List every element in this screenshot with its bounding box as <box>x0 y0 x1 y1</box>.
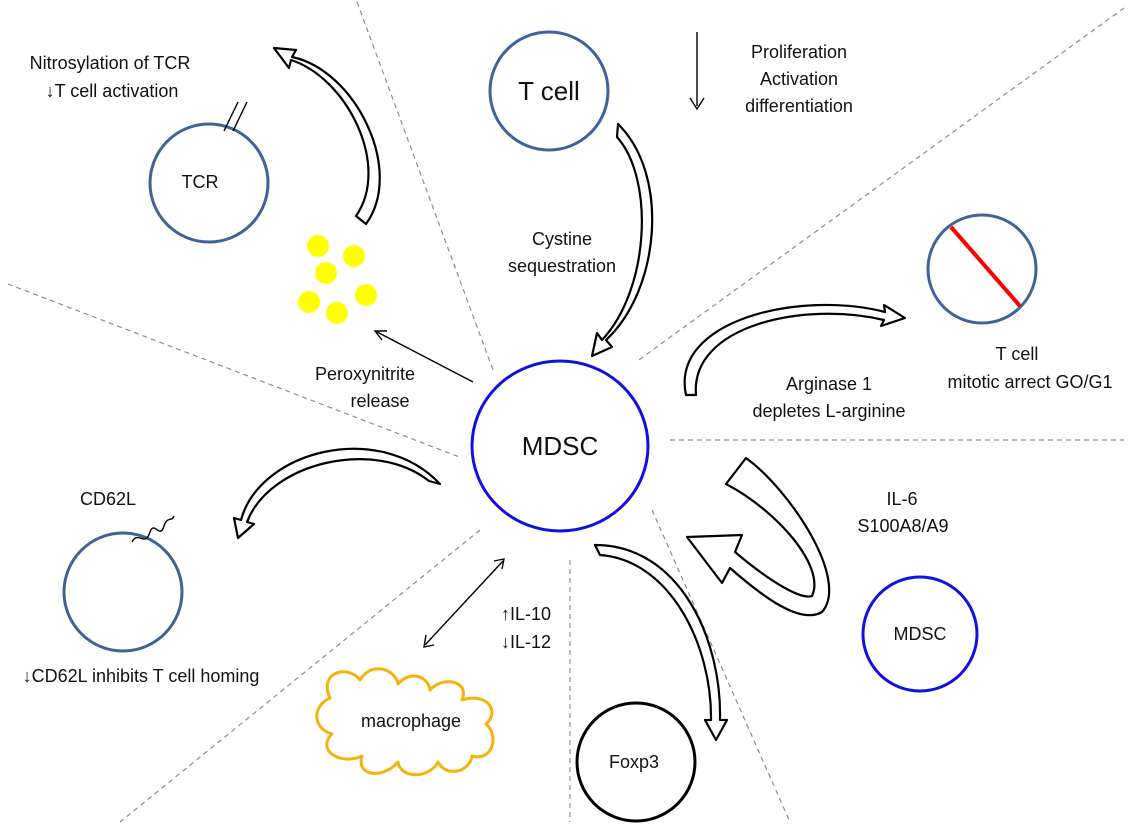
tcr-effect-line-2: ↓T cell activation <box>46 81 179 101</box>
tcr-panel: Nitrosylation of TCR ↓T cell activation … <box>30 46 474 411</box>
tcr-effect-line-1: Nitrosylation of TCR <box>30 53 191 73</box>
treg-panel: Foxp3 <box>575 543 729 823</box>
tcell-effect-line-3: differentiation <box>745 96 853 116</box>
mdsc-center-label: MDSC <box>522 431 599 461</box>
arrest-panel: T cell mitotic arrect GO/G1 Arginase 1 d… <box>683 213 1113 421</box>
mdsc-self-loop-arrow <box>685 456 831 617</box>
mdsc-small-label: MDSC <box>894 624 947 644</box>
divider-left <box>7 283 463 459</box>
peroxynitrite-dot <box>307 235 329 257</box>
tcell-top-label: T cell <box>518 76 580 106</box>
arginase-label-line-1: Arginase 1 <box>786 374 872 394</box>
tcr-cell <box>148 122 270 244</box>
tcell-top-panel: T cell Proliferation Activation differen… <box>488 30 853 358</box>
cystine-label-line-1: Cystine <box>532 229 592 249</box>
peroxynitrite-dot <box>298 291 320 313</box>
divider-bottom-right <box>651 509 791 823</box>
peroxynitrite-dot <box>326 302 348 324</box>
treg-induction-curved-arrow <box>593 543 729 742</box>
arrest-tcell <box>926 213 1038 325</box>
macrophage-crosstalk-line <box>424 560 504 646</box>
peroxynitrite-label-line-2: release <box>350 391 409 411</box>
tcell-effect-line-2: Activation <box>760 69 838 89</box>
tcell-top-cell <box>488 30 610 152</box>
mdsc-center-cell <box>470 359 650 533</box>
mdsc-factor-il6: IL-6 <box>886 489 917 509</box>
mdsc-small-cell <box>861 575 979 693</box>
divider-top-left <box>356 1 494 371</box>
tcr-receptor-line-2 <box>232 101 248 132</box>
peroxynitrite-label-line-1: Peroxynitrite <box>315 364 415 384</box>
peroxynitrite-dot <box>355 284 377 306</box>
macrophage-crosstalk-head-bottom <box>423 634 435 648</box>
cd62l-effect: ↓CD62L inhibits T cell homing <box>23 666 260 686</box>
mdsc-center: MDSC <box>470 359 650 533</box>
peroxynitrite-dot <box>343 245 365 267</box>
peroxynitrite-dot <box>315 262 337 284</box>
peroxynitrite-curved-arrow <box>272 46 381 226</box>
mdsc-factor-s100: S100A8/A9 <box>857 516 948 536</box>
peroxynitrite-release-arrow-line <box>376 331 474 383</box>
arrest-cell-label-line-1: T cell <box>996 344 1039 364</box>
cd62l-panel: CD62L ↓CD62L inhibits T cell homing <box>23 447 442 686</box>
macrophage-label: macrophage <box>361 711 461 731</box>
cytokine-il12: ↓IL-12 <box>501 632 551 652</box>
foxp3-cell <box>575 701 697 823</box>
cytokine-il10: ↑IL-10 <box>501 604 551 624</box>
tcell-down-arrow-head <box>689 97 705 111</box>
macrophage-panel: macrophage ↑IL-10 ↓IL-12 <box>315 558 551 777</box>
cd62l-curved-arrow <box>232 447 442 540</box>
macrophage-cell <box>315 667 495 777</box>
arrest-cell-label-line-2: mitotic arrect GO/G1 <box>947 372 1112 392</box>
peroxynitrite-release-arrow-head <box>373 330 387 341</box>
tcell-effect-line-1: Proliferation <box>751 42 847 62</box>
cd62l-label: CD62L <box>80 489 136 509</box>
cystine-curved-arrow <box>590 122 654 358</box>
sector-dividers <box>7 1 1125 823</box>
macrophage-crosstalk-head-top <box>493 558 505 570</box>
cd62l-receptor-squiggle <box>131 515 175 543</box>
arginase-curved-arrow <box>683 303 907 397</box>
mdsc-expansion-panel: MDSC IL-6 S100A8/A9 <box>685 456 979 693</box>
arrest-red-line <box>949 225 1022 308</box>
tcr-receptor-line-1 <box>223 101 239 132</box>
divider-top-right <box>635 7 1125 363</box>
foxp3-label: Foxp3 <box>609 752 659 772</box>
cystine-label-line-2: sequestration <box>508 256 616 276</box>
arginase-label-line-2: depletes L-arginine <box>752 401 905 421</box>
cd62l-cell <box>62 531 184 653</box>
tcr-cell-label: TCR <box>182 172 219 192</box>
